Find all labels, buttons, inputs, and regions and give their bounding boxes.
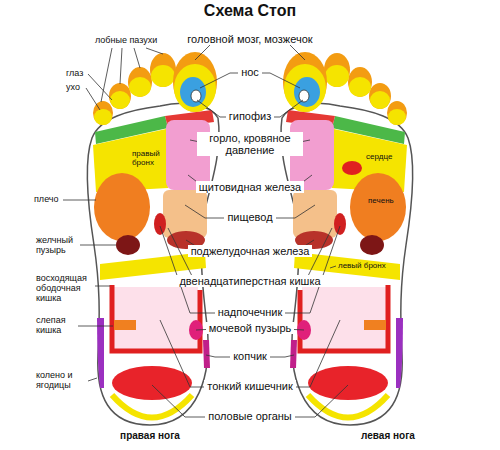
- zone-label: горло, кровяное давление: [197, 132, 303, 156]
- diagram-title: Схема Стоп: [204, 2, 296, 20]
- zone-label: правый бронх: [132, 150, 166, 168]
- zone-label: пищевод: [224, 211, 275, 223]
- zone-label: половые органы: [205, 410, 295, 422]
- zone-label: левый бронх: [338, 262, 386, 271]
- zone-label: поджелудочная железа: [188, 245, 313, 257]
- zone-label: глаз: [66, 69, 83, 79]
- zone-label: плечо: [34, 195, 59, 205]
- zone-label: желчный пузырь: [36, 236, 82, 256]
- zone-label: колено и ягодицы: [36, 371, 86, 391]
- zone-label: слепая кишка: [36, 316, 76, 336]
- zone-label: щитовидная железа: [196, 181, 304, 193]
- zone-label: восходящая ободочная кишка: [36, 274, 94, 304]
- zone-label: сердце: [366, 153, 392, 162]
- zone-label: тонкий кишечник: [204, 380, 296, 392]
- zone-label: печень: [368, 197, 394, 206]
- zone-label: гипофиз: [226, 110, 274, 122]
- zone-label: мочевой пузырь: [206, 322, 295, 334]
- foot-caption: левая нога: [361, 430, 415, 441]
- zone-label: нос: [238, 66, 262, 78]
- foot-caption: правая нога: [120, 430, 180, 441]
- zone-label: ухо: [66, 83, 80, 93]
- zone-label: головной мозг, мозжечок: [184, 33, 315, 45]
- zone-label: двенадцатиперстная кишка: [176, 275, 323, 287]
- zone-label: копчик: [230, 350, 270, 362]
- zone-label: лобные пазухи: [95, 36, 157, 46]
- zone-label: надпочечник: [215, 306, 286, 318]
